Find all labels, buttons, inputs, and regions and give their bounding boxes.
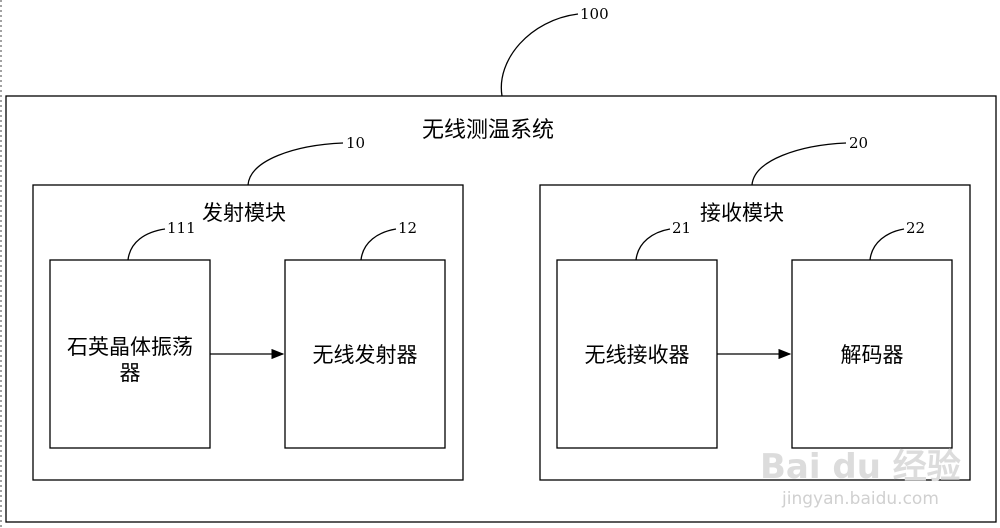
transmitter-box <box>284 259 446 449</box>
system-ref-leader <box>500 13 579 97</box>
receive-module-ref: 20 <box>849 134 868 152</box>
receiver-ref-leader <box>635 228 671 261</box>
receive-module-ref-leader <box>751 142 847 186</box>
crystal-oscillator-box <box>49 259 211 449</box>
receive-module-title: 接收模块 <box>700 201 784 225</box>
crystal-oscillator-label-line1: 石英晶体振荡 <box>67 335 193 359</box>
system-ref: 100 <box>580 5 609 23</box>
transmitter-ref: 12 <box>398 219 417 237</box>
transmit-module-title: 发射模块 <box>202 201 286 225</box>
decoder-box <box>791 259 953 449</box>
transmit-module-ref: 10 <box>346 134 365 152</box>
crystal-oscillator-label-line2: 器 <box>120 361 141 385</box>
transmitter-ref-leader <box>360 228 397 261</box>
decoder-ref-leader <box>869 228 905 261</box>
transmit-module-ref-leader <box>247 142 344 186</box>
transmitter-label: 无线发射器 <box>313 343 418 367</box>
crystal-oscillator-ref-leader <box>127 228 166 261</box>
crystal-oscillator-ref: 111 <box>167 219 196 237</box>
decoder-label: 解码器 <box>841 343 904 367</box>
receiver-ref: 21 <box>672 219 691 237</box>
receiver-label: 无线接收器 <box>585 343 690 367</box>
baidu-watermark: Bai du 经验 jingyan.baidu.com <box>760 447 961 509</box>
watermark-logo: Bai du 经验 <box>760 447 961 487</box>
system-title: 无线测温系统 <box>422 118 554 143</box>
watermark-url: jingyan.baidu.com <box>781 489 939 509</box>
decoder-ref: 22 <box>906 219 925 237</box>
